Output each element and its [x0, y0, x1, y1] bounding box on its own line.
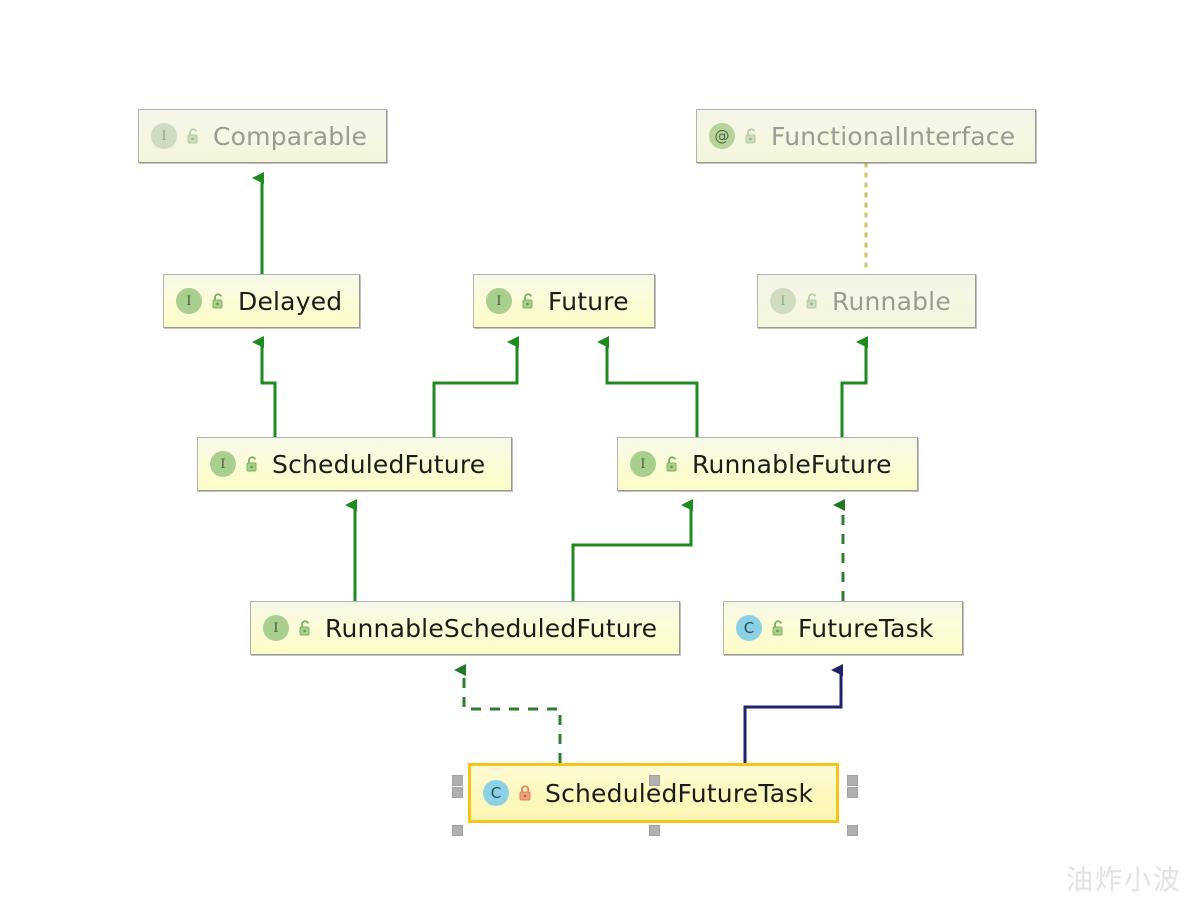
annotation-icon: @ — [709, 123, 735, 149]
selection-handle-middle-left[interactable] — [452, 787, 463, 798]
interface-icon: I — [486, 288, 512, 314]
edge-scheduledfuture-implements-future — [432, 336, 519, 437]
node-runnable[interactable]: I Runnable — [757, 274, 976, 328]
node-delayed[interactable]: I Delayed — [163, 274, 360, 328]
interface-icon: I — [176, 288, 202, 314]
node-label: Future — [548, 286, 629, 316]
node-label: FunctionalInterface — [771, 121, 1016, 151]
selection-handle-top-right[interactable] — [847, 775, 858, 786]
class-icon: C — [483, 780, 509, 806]
node-label: ScheduledFutureTask — [545, 778, 814, 808]
edge-scheduledfuture-implements-delayed — [252, 336, 277, 437]
selection-handle-top-center[interactable] — [649, 775, 660, 786]
node-comparable[interactable]: I Comparable — [138, 109, 387, 163]
node-label: RunnableScheduledFuture — [325, 613, 658, 643]
locked-icon — [519, 785, 531, 801]
interface-icon: I — [151, 123, 177, 149]
unlocked-icon — [246, 456, 257, 472]
node-runnablefuture[interactable]: I RunnableFuture — [617, 437, 918, 491]
interface-icon: I — [263, 615, 289, 641]
node-label: RunnableFuture — [692, 449, 892, 479]
node-functionalinterface[interactable]: @ FunctionalInterface — [696, 109, 1036, 163]
edge-runnablefuture-implements-runnable — [840, 336, 868, 437]
unlocked-icon — [666, 456, 677, 472]
unlocked-icon — [187, 128, 198, 144]
unlocked-icon — [772, 620, 783, 636]
watermark: 油炸小波 — [1066, 865, 1182, 896]
selection-handle-top-left[interactable] — [452, 775, 463, 786]
unlocked-icon — [212, 293, 223, 309]
selection-handle-bottom-right[interactable] — [847, 825, 858, 836]
unlocked-icon — [522, 293, 533, 309]
node-future[interactable]: I Future — [473, 274, 655, 328]
node-label: ScheduledFuture — [272, 449, 486, 479]
unlocked-icon — [745, 128, 756, 144]
class-icon: C — [736, 615, 762, 641]
node-scheduledfuture[interactable]: I ScheduledFuture — [197, 437, 512, 491]
selection-handle-middle-right[interactable] — [847, 787, 858, 798]
node-label: Comparable — [213, 121, 368, 151]
selection-handle-bottom-center[interactable] — [649, 825, 660, 836]
node-label: Runnable — [832, 286, 951, 316]
interface-icon: I — [770, 288, 796, 314]
node-runnablescheduledfuture[interactable]: I RunnableScheduledFuture — [250, 601, 680, 655]
interface-icon: I — [630, 451, 656, 477]
interface-icon: I — [210, 451, 236, 477]
selection-handle-bottom-left[interactable] — [452, 825, 463, 836]
unlocked-icon — [299, 620, 310, 636]
node-label: Delayed — [238, 286, 343, 316]
unlocked-icon — [806, 293, 817, 309]
edge-runnablescheduledfuture-implements-runnablefuture — [571, 499, 693, 601]
edge-scheduledfuturetask-extends-futuretask — [743, 664, 843, 763]
node-label: FutureTask — [798, 613, 934, 643]
edge-scheduledfuturetask-implements-runnablescheduledfuture — [454, 664, 562, 763]
node-scheduledfuturetask[interactable]: C ScheduledFutureTask — [468, 763, 839, 823]
edge-runnablefuture-implements-future — [597, 336, 699, 437]
node-futuretask[interactable]: C FutureTask — [723, 601, 963, 655]
